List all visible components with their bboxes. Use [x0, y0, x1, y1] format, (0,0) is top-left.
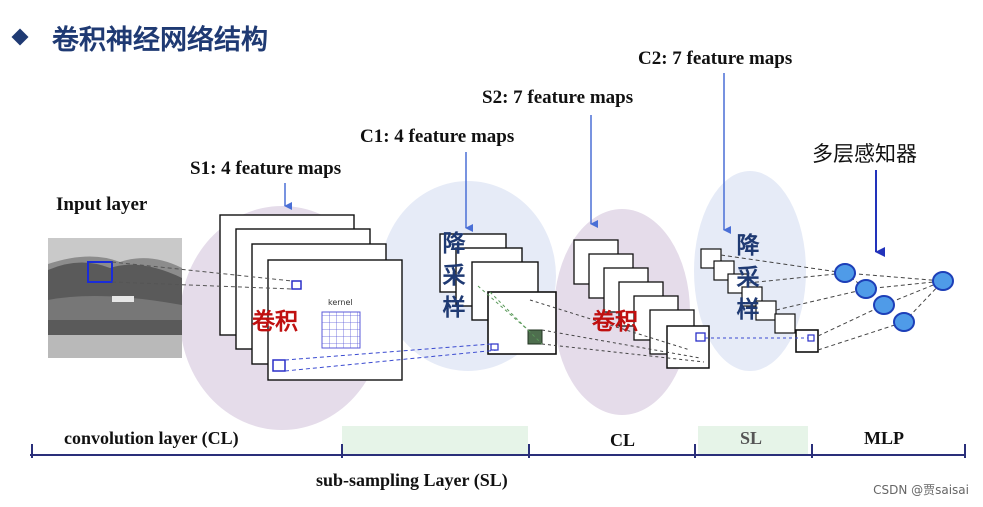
s2-feature-maps	[573, 239, 710, 369]
conv1-annotation: 卷积	[252, 309, 298, 335]
c1-feature-maps	[439, 233, 557, 355]
page-title: 卷积神经网络结构	[52, 25, 268, 56]
mlp-node	[893, 312, 915, 332]
c2-feature-maps	[700, 248, 819, 353]
axis-sl: SL	[740, 428, 763, 448]
kernel-label: kernel	[328, 298, 353, 307]
conv2-annotation: 卷积	[592, 309, 638, 335]
watermark: CSDN @贾saisai	[873, 483, 969, 497]
mlp-node	[855, 279, 877, 299]
sl-highlight-1	[342, 426, 528, 456]
mlp-node	[932, 271, 954, 291]
axis-cl: CL	[610, 430, 636, 450]
s1-label: S1: 4 feature maps	[190, 158, 342, 179]
s2-label: S2: 7 feature maps	[482, 87, 634, 108]
kernel-grid	[321, 311, 361, 349]
input-layer-label: Input layer	[56, 194, 148, 215]
input-image	[48, 238, 182, 358]
sub1-annotation: 降采样	[442, 231, 466, 321]
sub2-annotation: 降采样	[736, 233, 760, 323]
c2-label: C2: 7 feature maps	[638, 48, 793, 69]
axis-mlp: MLP	[864, 428, 904, 448]
sl-highlight-2	[698, 426, 808, 456]
c1-label: C1: 4 feature maps	[360, 126, 515, 147]
axis-conv-layer: convolution layer (CL)	[64, 428, 239, 448]
bottom-axis	[30, 426, 966, 458]
mlp-node	[873, 295, 895, 315]
axis-sub-sampling: sub-sampling Layer (SL)	[316, 470, 508, 490]
mlp-node	[834, 263, 856, 283]
mlp-cn-label: 多层感知器	[812, 142, 917, 166]
mlp-nodes	[834, 263, 954, 332]
